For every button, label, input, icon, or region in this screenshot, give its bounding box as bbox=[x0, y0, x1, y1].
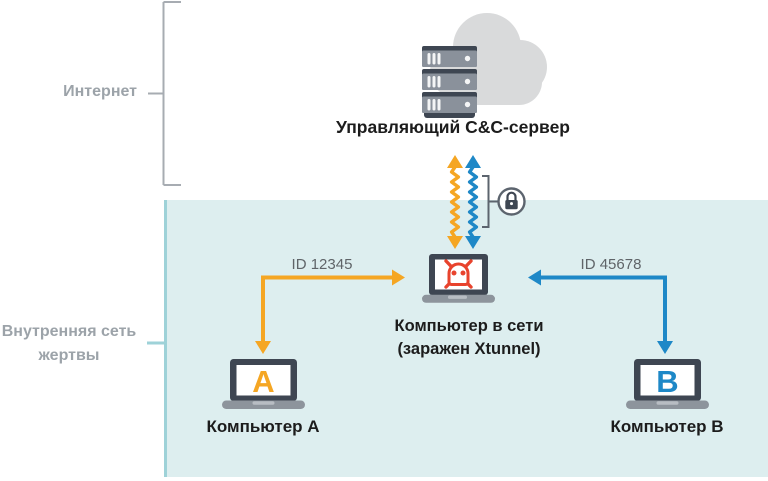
infected-computer-label-line2: (заражен Xtunnel) bbox=[397, 340, 541, 358]
tunnel-blue-arrow bbox=[465, 155, 481, 249]
lock-bracket bbox=[482, 175, 499, 228]
internet-zone-label: Интернет bbox=[63, 83, 137, 100]
computer-b-label: Компьютер B bbox=[610, 417, 724, 436]
victim-network-label-line1: Внутренняя сеть bbox=[1, 323, 137, 340]
infected-computer-label: Компьютер в сети (заражен Xtunnel) bbox=[369, 315, 569, 361]
laptop-a-icon: A bbox=[222, 359, 305, 409]
laptop-b-letter: B bbox=[656, 364, 678, 399]
infected-computer-label-line1: Компьютер в сети bbox=[394, 317, 544, 335]
server-unit bbox=[422, 92, 477, 113]
skull-crossbones-icon bbox=[444, 259, 473, 289]
victim-network-zone-label: Внутренняя сеть жертвы bbox=[0, 320, 143, 368]
victim-network-label-line2: жертвы bbox=[38, 347, 100, 364]
laptop-skull-icon bbox=[422, 254, 495, 303]
cnc-server-label: Управляющий C&C-сервер bbox=[335, 117, 570, 137]
connection-id-b-label: ID 45678 bbox=[580, 256, 642, 273]
server-unit bbox=[422, 46, 477, 67]
computer-a-label: Компьютер A bbox=[206, 417, 320, 436]
arrow-b-to-infected bbox=[528, 269, 673, 354]
internet-bracket bbox=[148, 1, 181, 186]
connection-id-a-label: ID 12345 bbox=[291, 256, 353, 273]
arrow-a-to-infected bbox=[255, 269, 405, 354]
server-unit bbox=[422, 69, 477, 90]
laptop-b-icon: B bbox=[626, 359, 709, 409]
tunnel-orange-arrow bbox=[447, 155, 463, 249]
laptop-a-letter: A bbox=[252, 364, 274, 399]
server-icon bbox=[422, 46, 477, 118]
lock-icon bbox=[497, 187, 526, 216]
